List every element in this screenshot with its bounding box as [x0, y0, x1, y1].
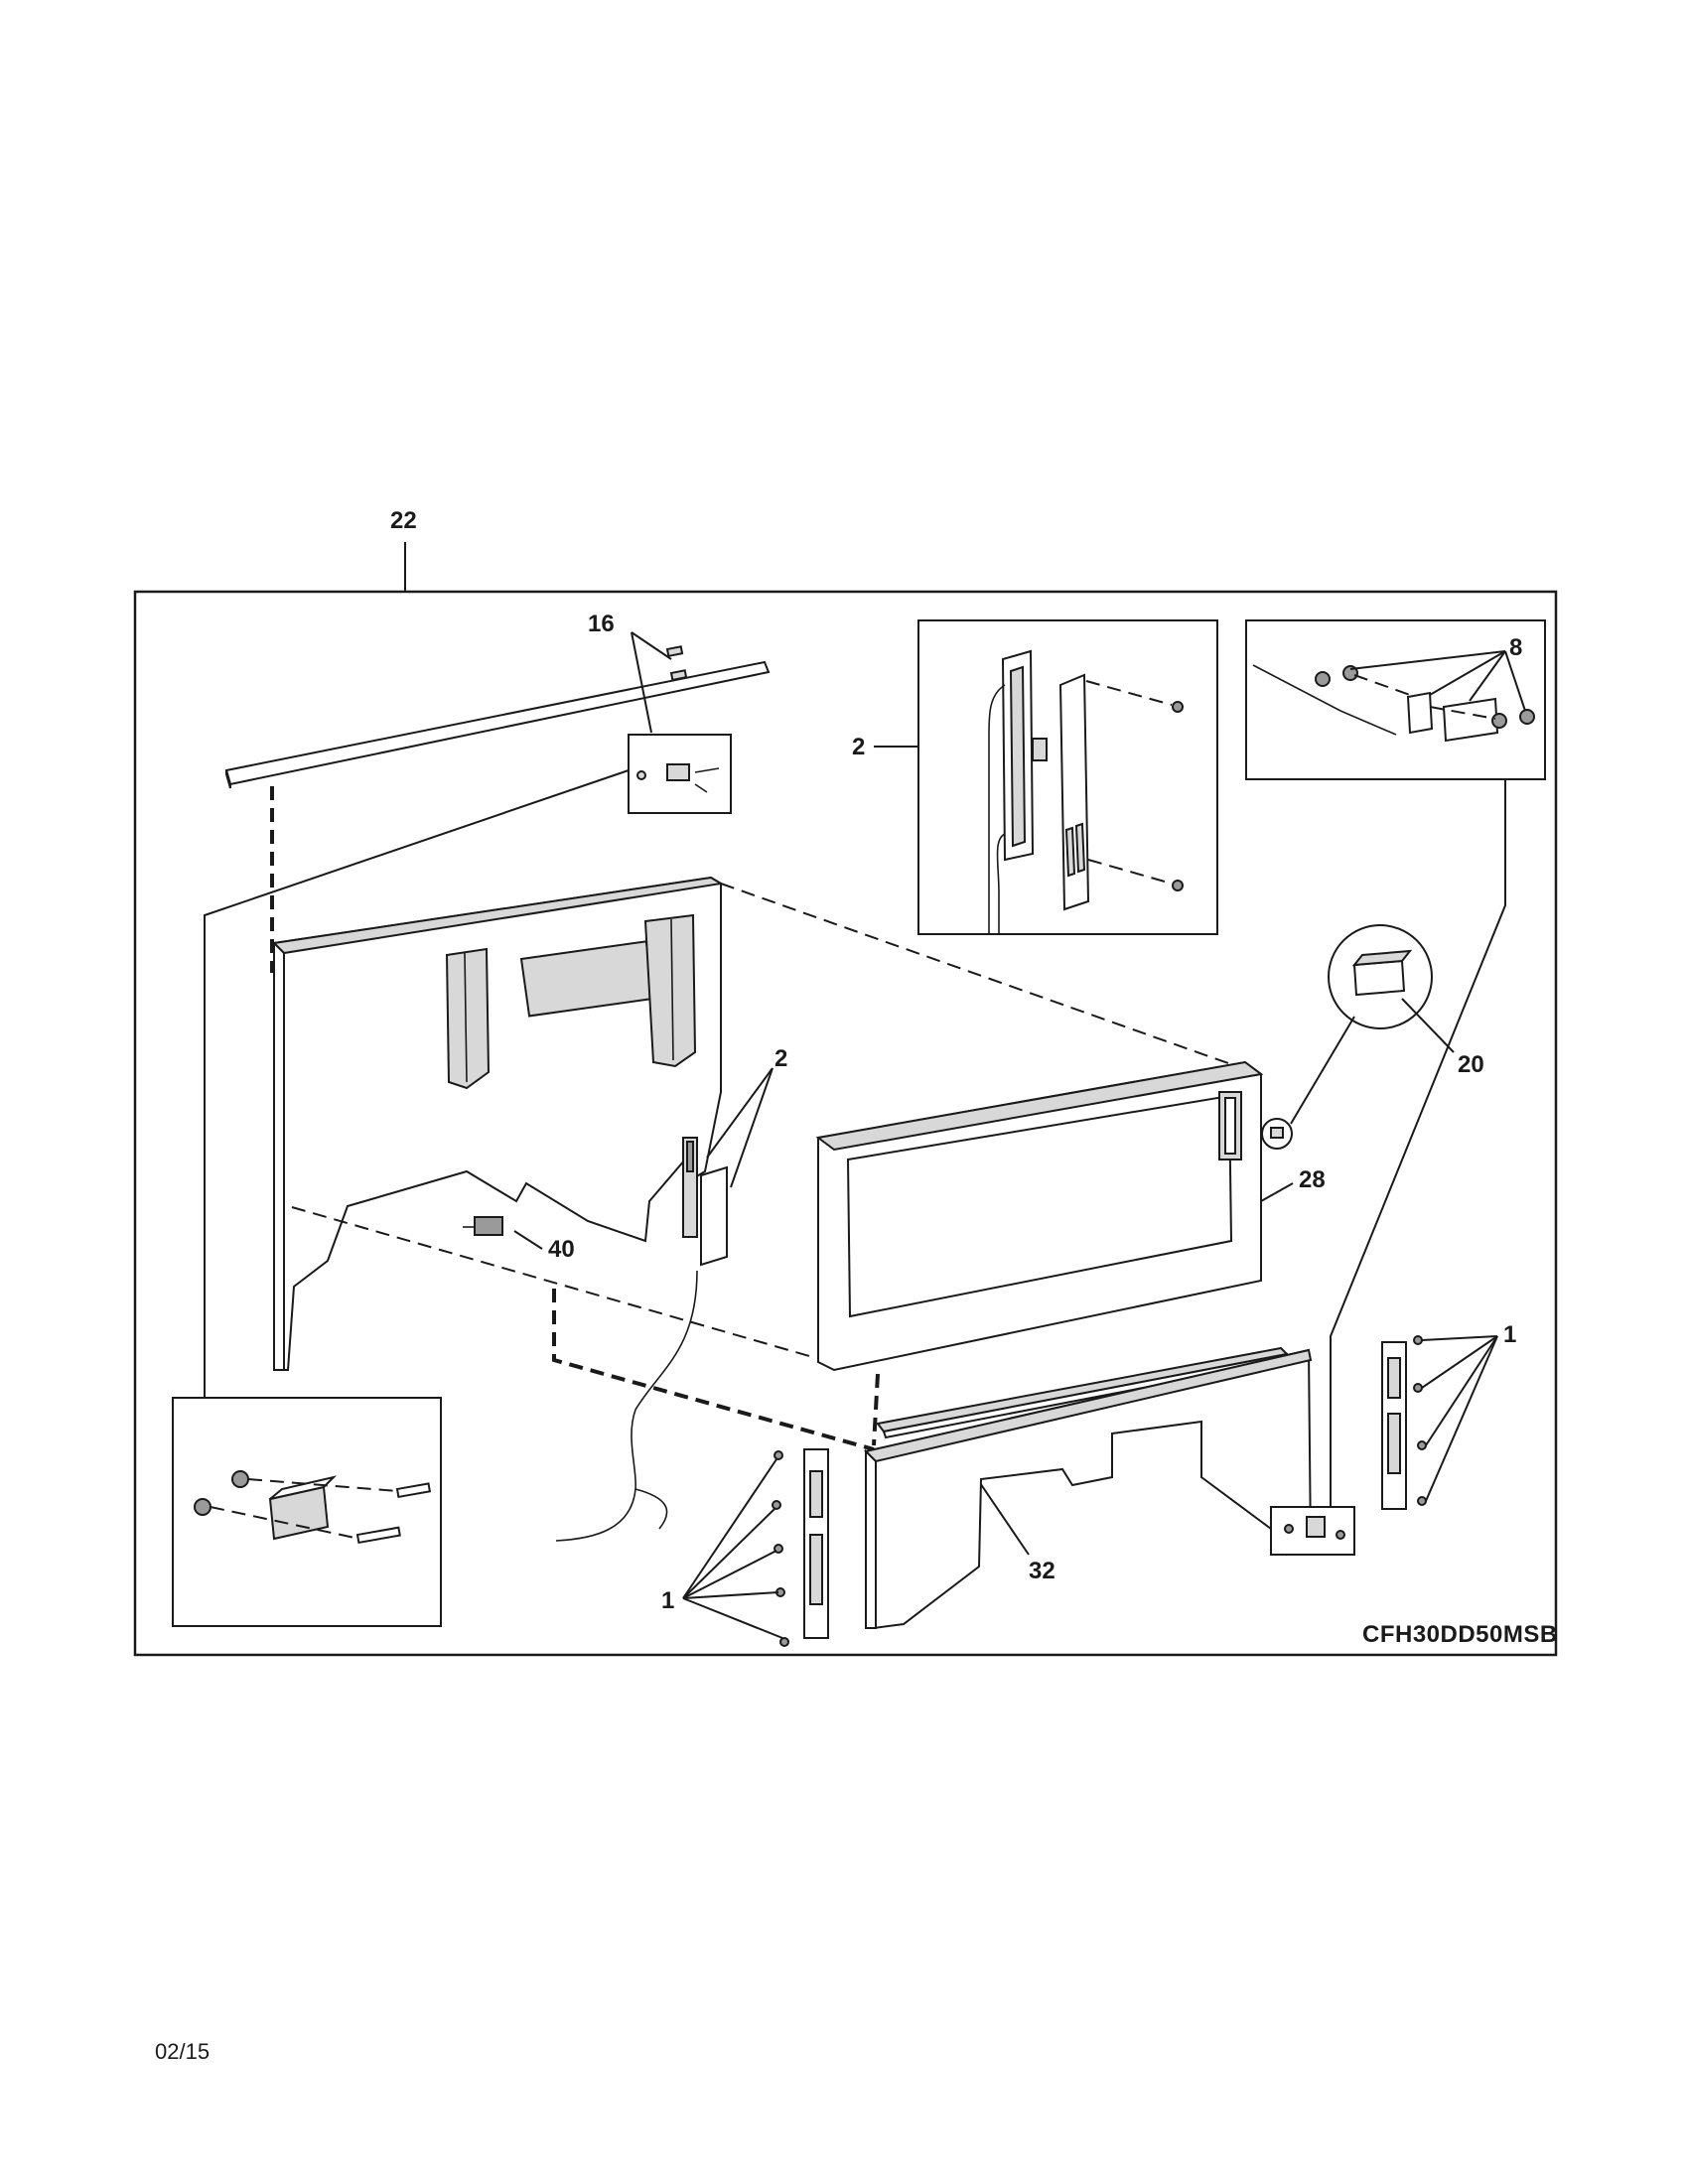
callout-1a-leader-a [1421, 1335, 1498, 1341]
callout-40-leader [513, 1230, 543, 1250]
callout-1a-leader-b [1421, 1335, 1498, 1389]
frame-hinge [682, 1137, 728, 1267]
callout-28: 28 [1299, 1166, 1326, 1193]
inset-screw-detail [1245, 619, 1546, 780]
top-switch-part [636, 763, 720, 793]
callout-16-leader-a [631, 631, 672, 660]
switch-detail-dash-b [210, 1506, 360, 1540]
callout-20: 20 [1458, 1051, 1484, 1078]
model-number: CFH30DD50MSB [1362, 1621, 1558, 1648]
callout-8-leader-a [1349, 650, 1506, 670]
hinge-detail-part [988, 649, 1184, 933]
screw-detail-dash-a [1353, 674, 1411, 696]
assembly-frame [133, 590, 1558, 1657]
guide-left [291, 1206, 817, 1359]
callout-1b-leader-a [682, 1458, 777, 1599]
right-hinge-plate [1381, 1335, 1427, 1510]
guide-bottom [552, 1289, 875, 1451]
bottom-bracket [864, 1348, 1313, 1630]
callout-8-leader-c [1469, 650, 1506, 702]
callout-1a: 1 [1503, 1321, 1516, 1348]
screw-bracket-part [1252, 664, 1535, 743]
magnet-part [1351, 949, 1413, 997]
switch-inset-leader [204, 769, 630, 1398]
hinge-inset-leader [1330, 780, 1506, 1519]
callout-2b-leader-a [706, 1067, 774, 1159]
wire-harness-branch [634, 1488, 668, 1530]
revision-date: 02/15 [155, 2039, 211, 2064]
callout-1b-leader-b [682, 1508, 775, 1599]
callout-8-leader-b [1429, 650, 1506, 696]
left-hinge-plate [772, 1448, 829, 1647]
magnet-link-line [1290, 1016, 1355, 1125]
callout-20-leader [1401, 998, 1455, 1053]
switch-detail-part [194, 1470, 432, 1545]
magnet-small [1270, 1127, 1284, 1139]
callout-8-leader-d [1504, 650, 1526, 712]
bracket-clip [1284, 1516, 1345, 1540]
callout-28-leader [1260, 1182, 1294, 1202]
screw-detail-dash-b [1429, 706, 1496, 720]
guide-door-drop [872, 1373, 880, 1446]
hinge-detail-dash-top [1085, 680, 1173, 706]
callout-2a: 2 [852, 734, 865, 760]
callout-1b: 1 [661, 1587, 674, 1614]
callout-2b: 2 [774, 1045, 787, 1072]
back-frame-panel [271, 876, 724, 1371]
callout-1b-leader-c [682, 1550, 777, 1599]
hinge-detail-dash-bottom [1087, 859, 1173, 885]
door-panel [815, 1060, 1264, 1372]
wire-harness [555, 1270, 698, 1542]
callout-1a-leader-c [1425, 1335, 1498, 1446]
callout-40: 40 [548, 1236, 575, 1263]
guide-top [720, 883, 1260, 1075]
callout-2b-leader-b [730, 1067, 774, 1188]
switch-detail-dash-a [247, 1478, 398, 1492]
callout-16-leader-b [631, 631, 652, 734]
frame-switch [463, 1216, 503, 1236]
callout-32: 32 [1029, 1558, 1055, 1584]
callout-22: 22 [390, 507, 417, 534]
callout-1a-leader-d [1425, 1335, 1498, 1502]
callout-1b-leader-e [682, 1597, 783, 1639]
callout-8: 8 [1509, 634, 1522, 661]
callout-1b-leader-d [682, 1591, 779, 1599]
callout-16: 16 [588, 611, 615, 637]
top-trim-strip [224, 645, 771, 789]
